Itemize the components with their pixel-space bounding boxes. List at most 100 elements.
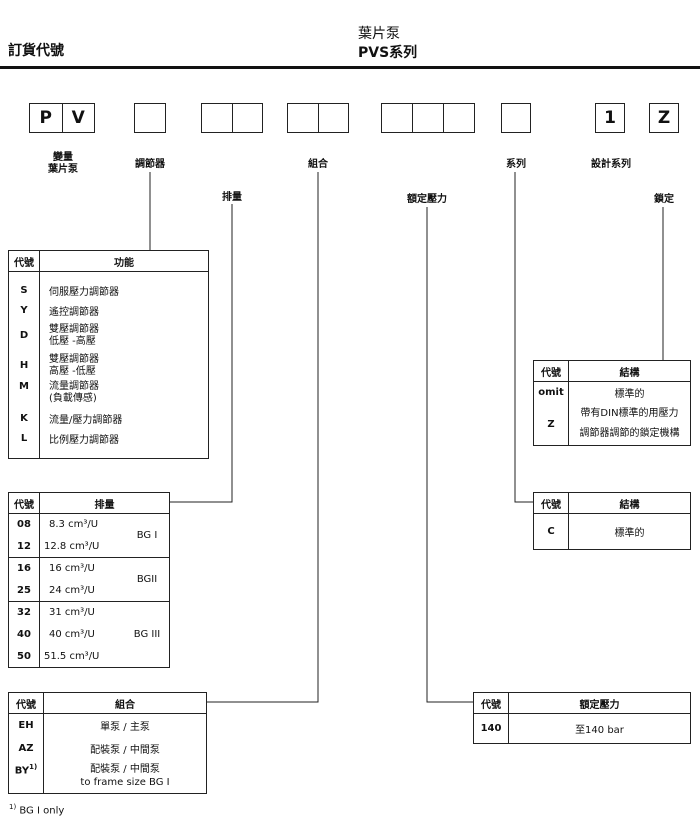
footnote-mark: 1): [9, 803, 17, 811]
combination-cell-2: [319, 104, 349, 132]
pressure-cell-3: [444, 104, 474, 132]
series-line: [514, 172, 533, 503]
regulator-text-k: 流量/壓力調節器: [49, 415, 123, 426]
lock-header-code: 代號: [533, 360, 569, 382]
displacement-code-50: 50: [8, 645, 40, 668]
lock-text-omit: 標準的: [614, 389, 645, 401]
combination-code-by-text: BY: [14, 764, 30, 776]
regulator-code-k: K: [8, 408, 40, 429]
displacement-value-32: 31 cm³/U: [49, 607, 95, 619]
size-bg3: BG III: [133, 629, 161, 640]
regulator-label: 調節器: [135, 159, 165, 170]
code-cell-p: P: [30, 104, 63, 132]
displacement-header-code: 代號: [8, 492, 40, 514]
combination-header-value: 組合: [43, 692, 207, 714]
displacement-value-12: 12.8 cm³/U: [44, 540, 100, 552]
combination-table: 代號 組合 EH 單泵 / 主泵 AZ 配裝泵 / 中間泵 BY1) 配裝泵 /…: [8, 692, 207, 794]
lock-label: 鎖定: [654, 194, 674, 205]
regulator-header-code: 代號: [8, 250, 40, 272]
regulator-code-l: L: [8, 428, 40, 449]
combination-code-box: [287, 103, 349, 133]
combination-header-code: 代號: [8, 692, 44, 714]
pressure-header-code: 代號: [473, 692, 509, 714]
series-header-structure: 結構: [568, 492, 691, 514]
pv-code-box: P V: [29, 103, 95, 133]
combination-code-eh: EH: [8, 713, 44, 738]
regulator-code-box: [134, 103, 166, 133]
regulator-code-s: S: [8, 280, 40, 301]
displacement-value-40: 40 cm³/U: [49, 629, 95, 640]
lock-code-omit: omit: [533, 381, 569, 404]
combination-line: [207, 172, 319, 703]
series-table: 代號 結構 C 標準的: [533, 492, 691, 550]
displacement-header-value: 排量: [39, 492, 170, 514]
order-code-title: 訂貨代號: [8, 43, 64, 59]
displacement-code-box: [201, 103, 263, 133]
regulator-code-m: M: [8, 380, 40, 409]
pressure-code-box: [381, 103, 475, 133]
series-label: 系列: [506, 159, 526, 170]
pressure-cell-2: [413, 104, 444, 132]
size-bg1: BG I: [136, 530, 158, 541]
series-header-code: 代號: [533, 492, 569, 514]
combination-code-by: BY1): [8, 759, 44, 794]
displacement-line: [170, 204, 233, 503]
pressure-header-value: 額定壓力: [508, 692, 691, 714]
displacement-cell-2: [233, 104, 263, 132]
footnote: 1) BG I only: [9, 803, 64, 816]
combination-cell-1: [288, 104, 319, 132]
displacement-cell-1: [202, 104, 233, 132]
regulator-code-h: H: [8, 350, 40, 381]
size-bg2: BGII: [136, 574, 158, 585]
regulator-code-y: Y: [8, 300, 40, 321]
lock-header-structure: 結構: [568, 360, 691, 382]
combination-text-eh: 單泵 / 主泵: [100, 722, 150, 734]
header-rule: [0, 66, 700, 69]
design-code-box: 1: [595, 103, 625, 133]
displacement-code-40: 40: [8, 623, 40, 646]
footnote-text: BG I only: [19, 805, 65, 817]
series-code-box: [501, 103, 531, 133]
pressure-cell-1: [382, 104, 413, 132]
design-label: 設計系列: [591, 159, 631, 170]
displacement-label: 排量: [222, 192, 242, 203]
regulator-text-s: 伺服壓力調節器: [49, 287, 119, 298]
displacement-value-08: 8.3 cm³/U: [49, 519, 99, 531]
series-text-c: 標準的: [614, 528, 645, 539]
displacement-value-50: 51.5 cm³/U: [44, 650, 100, 662]
lock-table: 代號 結構 omit 標準的 Z 帶有DIN標準的用壓力 調節器調節的鎖定機構: [533, 360, 691, 446]
lock-text-z: 帶有DIN標準的用壓力 調節器調節的鎖定機構: [579, 408, 680, 440]
pressure-label: 額定壓力: [407, 194, 447, 205]
series-name: PVS系列: [358, 45, 418, 61]
combination-text-az: 配裝泵 / 中間泵: [90, 745, 160, 756]
combination-label: 組合: [308, 159, 328, 170]
displacement-code-16: 16: [8, 557, 40, 580]
displacement-value-16: 16 cm³/U: [49, 563, 95, 575]
lock-code-cell: Z: [657, 108, 671, 128]
pressure-text-140: 至140 bar: [575, 725, 624, 736]
design-code-cell: 1: [604, 108, 616, 128]
regulator-code-d: D: [8, 320, 40, 351]
regulator-text-y: 遙控調節器: [49, 307, 99, 318]
code-cell-v: V: [71, 108, 85, 128]
combination-code-az: AZ: [8, 737, 44, 760]
regulator-text-m: 流量調節器 (負載傳感): [49, 380, 99, 404]
lock-code-z: Z: [533, 403, 569, 446]
displacement-code-32: 32: [8, 601, 40, 624]
displacement-code-12: 12: [8, 535, 40, 558]
product-name: 葉片泵: [358, 26, 400, 42]
regulator-text-l: 比例壓力調節器: [49, 435, 119, 446]
displacement-code-08: 08: [8, 513, 40, 536]
pressure-table: 代號 額定壓力 140 至140 bar: [473, 692, 691, 744]
displacement-code-25: 25: [8, 579, 40, 602]
pressure-line: [426, 207, 473, 703]
combination-code-by-sup: 1): [29, 762, 38, 771]
combination-text-by: 配裝泵 / 中間泵 to frame size BG I: [80, 764, 170, 789]
regulator-text-d: 雙壓調節器 低壓 -高壓: [49, 323, 99, 347]
series-code-c: C: [533, 513, 569, 550]
pressure-code-140: 140: [473, 713, 509, 744]
pv-label: 變量 葉片泵: [48, 152, 78, 175]
lock-code-box: Z: [649, 103, 679, 133]
displacement-table: 代號 排量 08 8.3 cm³/U BG I 12 12.8 cm³/U 16…: [8, 492, 170, 668]
